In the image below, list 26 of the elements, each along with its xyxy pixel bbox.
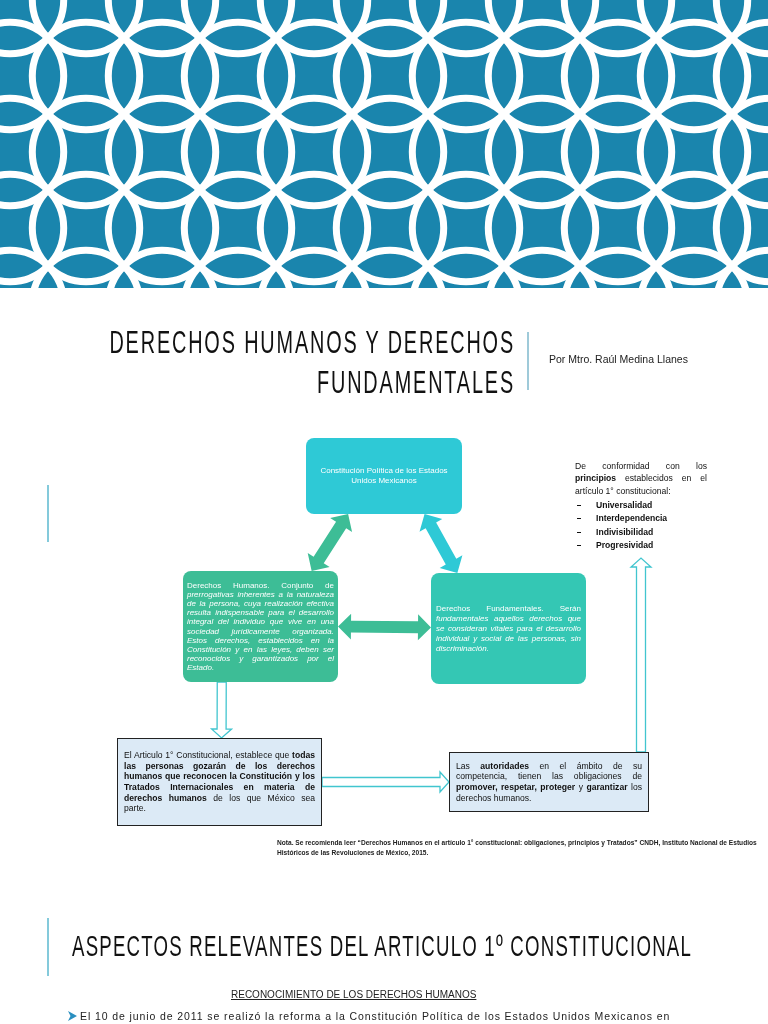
box-text: Derechos Fundamentales. Serán fundamentales aquellos derechos que se consideran vitales para el desarrollo individual y social de las personas, sin discriminación. (436, 603, 581, 654)
block-arrow (307, 514, 353, 571)
text-box (449, 752, 649, 812)
block-arrow (209, 681, 234, 739)
subheading: RECONOCIMIENTO DE LOS DERECHOS HUMANOS (231, 988, 477, 1002)
list-item: Interdependencia (596, 513, 668, 524)
process-box (306, 438, 462, 514)
list-item: Progresividad (596, 540, 654, 551)
text-box (117, 738, 322, 826)
title: DERECHOS HUMANOS Y DERECHOS FUNDAMENTALES (108, 323, 515, 402)
block-arrow (321, 770, 450, 794)
list-item: Indivisibilidad (596, 526, 654, 538)
box-text: Las autoridades en el ámbito de su competencia, tienen las obligaciones de promover, respetar, proteger y garantizar los derechos humanos. (456, 760, 642, 804)
process-box (183, 571, 338, 682)
section-heading: ASPECTOS RELEVANTES DEL ARTICULO 1º CONSTITUCIONAL (72, 928, 693, 964)
box-text: El Articulo 1° Constitucional, establece que todas las personas gozarán de los derechos humanos que reconocen la Constitución y los Tratados Internacionales en materia de derechos humanos de los que México sea parte. (124, 749, 315, 815)
process-box (431, 573, 586, 684)
block-arrow (629, 557, 653, 753)
block-arrow (419, 514, 463, 573)
block-arrow (338, 613, 431, 641)
box-text: Derechos Humanos. Conjunto de prerrogativas inherentes a la naturaleza de la persona, cuya realización efectiva resulta indispensable para el desarrollo integral del individuo que vive en una sociedad jurídicamente organizada. Estos derechos, establecidos en la Constitución y en las leyes, deben ser reconocidos y garantizados por el Estado. (187, 581, 334, 672)
body-text: El 10 de junio de 2011 se realizó la reforma a la Constitución Política de los Estados Unidos Mexicanos en (80, 1009, 671, 1024)
paragraph: De conformidad con los principios establecidos en el artículo 1° constitucional: (575, 460, 707, 498)
box-text: Constitución Política de los Estados Unidos Mexicanos (319, 466, 449, 486)
author-text: Por Mtro. Raúl Medina Llanes (549, 352, 688, 367)
list-item: Universalidad (596, 499, 653, 511)
